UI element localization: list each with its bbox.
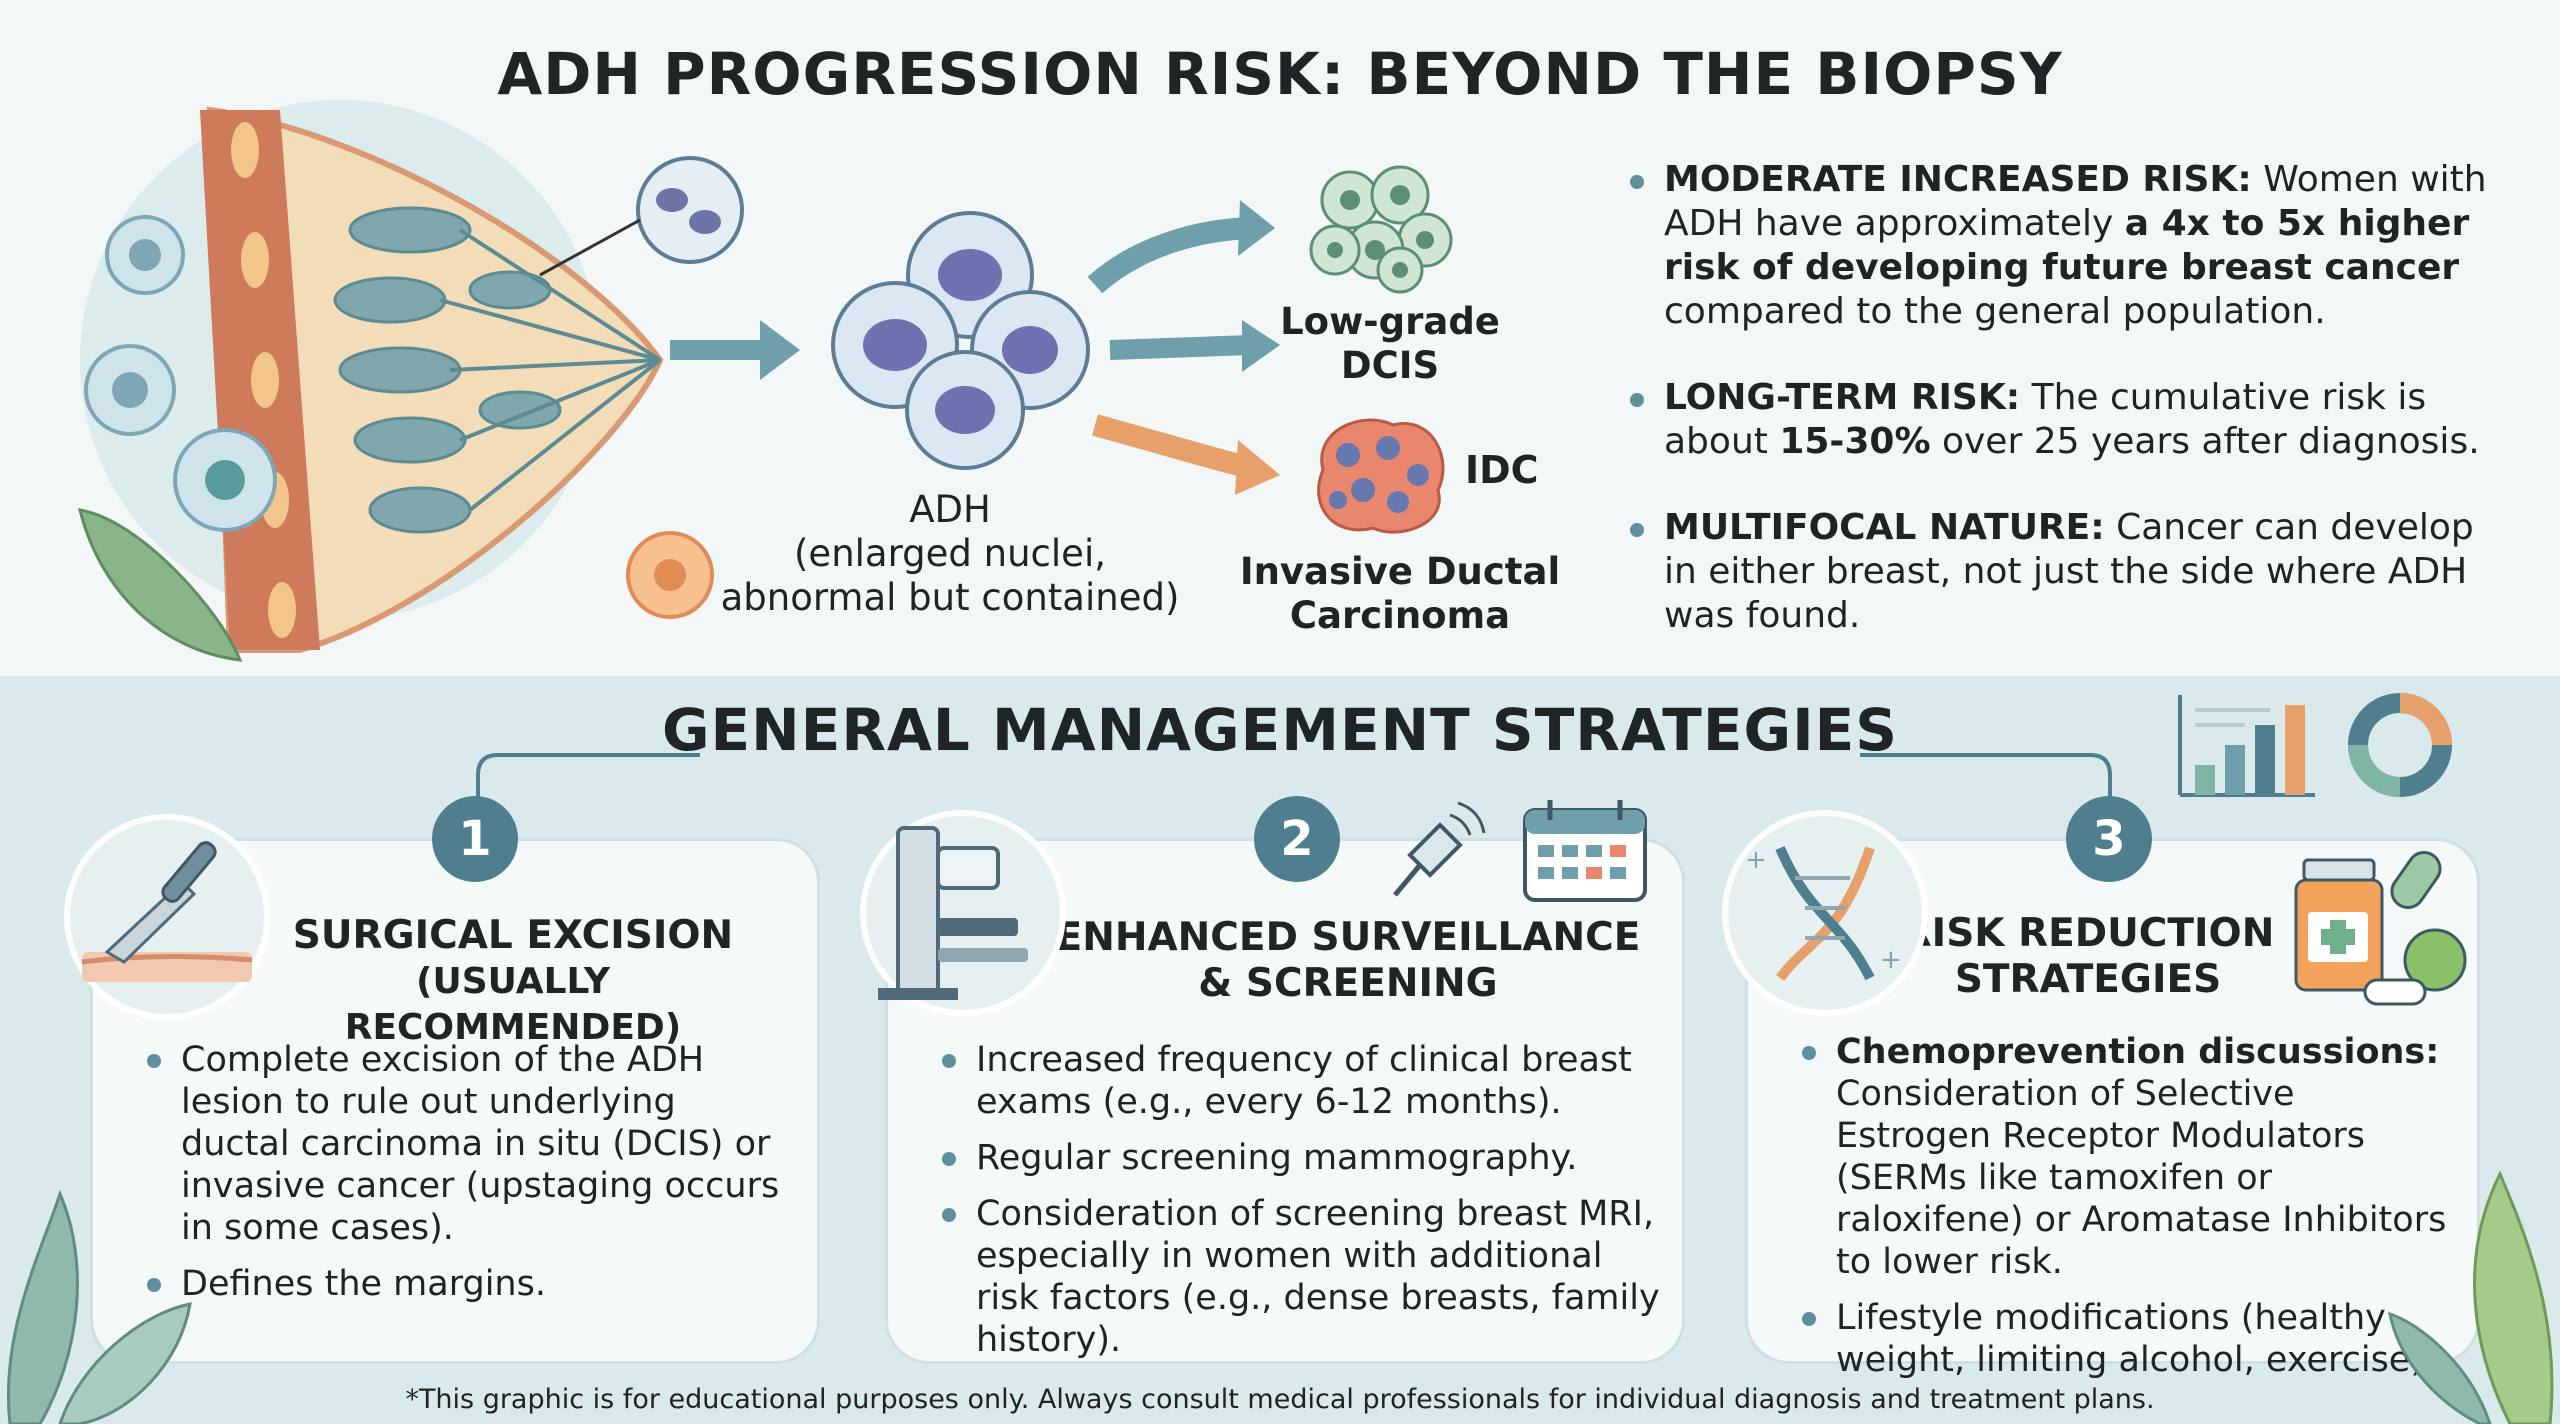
- arrow-to-dcis: [1109, 335, 1251, 360]
- nucleus: [689, 210, 721, 234]
- arrow-to-idc: [1092, 414, 1253, 479]
- apple-icon: [2403, 928, 2467, 992]
- risk-label: MULTIFOCAL NATURE:: [1664, 507, 2105, 548]
- risk-label: LONG-TERM RISK:: [1664, 377, 2021, 418]
- lowgrade-dcis-cluster: [1309, 165, 1453, 294]
- risk-label: MODERATE INCREASED RISK:: [1664, 159, 2252, 200]
- risk-text: Women with ADH have approximately: [1664, 159, 2487, 244]
- scalpel-icon: [64, 814, 270, 1020]
- list-item: Chemoprevention discussions: Considerati…: [1798, 1031, 2458, 1283]
- nucleus: [656, 188, 688, 212]
- risk-text: compared to the general population.: [1664, 291, 2326, 332]
- heading-line1: SURGICAL EXCISION: [292, 913, 734, 958]
- list-item: Lifestyle modifications (healthy weight,…: [1798, 1297, 2458, 1381]
- risk-item-moderate: MODERATE INCREASED RISK: Women with ADH …: [1630, 158, 2510, 334]
- lowgrade-dcis-label: Low-grade DCIS: [1230, 300, 1550, 388]
- pill-bottle-icon: [2294, 851, 2467, 1006]
- risk-list: MODERATE INCREASED RISK: Women with ADH …: [1630, 158, 2510, 680]
- step-number-3: 3: [2066, 796, 2152, 882]
- strategy-card-risk-reduction: RISK REDUCTION STRATEGIES Chemopreventio…: [1745, 838, 2480, 1380]
- card-heading: ENHANCED SURVEILLANCE & SCREENING: [1038, 915, 1658, 1007]
- heading-line1: ENHANCED SURVEILLANCE: [1055, 915, 1641, 960]
- ultrasound-probe-icon: [1393, 801, 1486, 897]
- management-title: GENERAL MANAGEMENT STRATEGIES: [661, 696, 1899, 764]
- risk-text: over 25 years after diagnosis.: [1930, 421, 2480, 462]
- leaf-decoration-left: [6, 1189, 192, 1424]
- calendar-icon: [1523, 800, 1647, 902]
- invasive-line2: Carcinoma: [1289, 594, 1511, 637]
- lowgrade-line1: Low-grade: [1280, 300, 1500, 343]
- leaf-decoration-right: [2388, 1170, 2554, 1424]
- adh-description-line1: (enlarged nuclei,: [794, 532, 1106, 575]
- heading-line1: RISK REDUCTION: [1901, 911, 2275, 956]
- bullet-text: Consideration of Selective Estrogen Rece…: [1836, 1074, 2447, 1282]
- strategy-card-surveillance: ENHANCED SURVEILLANCE & SCREENING Increa…: [885, 838, 1685, 1364]
- list-item: Consideration of screening breast MRI, e…: [938, 1193, 1668, 1361]
- rib-shape: [231, 122, 259, 178]
- mammography-machine-icon: [860, 810, 1066, 1016]
- idc-cell-cluster: [1317, 418, 1445, 534]
- adh-cell-cluster: [831, 211, 1090, 470]
- leaf-decoration: [77, 508, 243, 662]
- invasive-line1: Invasive Ductal: [1239, 550, 1561, 593]
- pointer-line: [539, 218, 641, 277]
- adh-label: ADH (enlarged nuclei, abnormal but conta…: [700, 488, 1200, 620]
- heading-line2: & SCREENING: [1198, 961, 1498, 1006]
- adh-description-line2: abnormal but contained): [720, 576, 1180, 619]
- connector-lines: [476, 753, 2112, 815]
- risk-bold: a 4x to 5x higher risk of developing fut…: [1664, 203, 2470, 288]
- arrow-to-adh: [670, 320, 800, 380]
- bar-chart-icon: [2178, 693, 2452, 797]
- invasive-ductal-label: Invasive Ductal Carcinoma: [1220, 550, 1580, 638]
- breast-anatomy-illustration: [77, 100, 744, 662]
- risk-item-multifocal: MULTIFOCAL NATURE: Cancer can develop in…: [1630, 506, 2510, 638]
- heading-line2: (USUALLY RECOMMENDED): [344, 961, 682, 1048]
- card-bullets: Chemoprevention discussions: Considerati…: [1798, 1031, 2458, 1395]
- dna-icon: + +: [1722, 810, 1928, 1016]
- disclaimer: *This graphic is for educational purpose…: [405, 1384, 2155, 1415]
- page-title: ADH PROGRESSION RISK: BEYOND THE BIOPSY: [497, 40, 2063, 108]
- list-item: Increased frequency of clinical breast e…: [938, 1039, 1668, 1123]
- risk-bold: 15-30%: [1779, 421, 1931, 462]
- adh-title: ADH: [909, 488, 991, 531]
- step-number-1: 1: [432, 796, 518, 882]
- step-number-2: 2: [1254, 796, 1340, 882]
- svg-text:+: +: [1745, 845, 1767, 875]
- rib-shape: [268, 582, 296, 638]
- zoom-cell-circle: [636, 156, 744, 264]
- rib-shape: [251, 352, 279, 408]
- card-heading: SURGICAL EXCISION (USUALLY RECOMMENDED): [253, 913, 773, 1051]
- bullet-bold: Chemoprevention discussions:: [1836, 1032, 2440, 1072]
- idc-label: IDC: [1465, 448, 1539, 492]
- list-item: Defines the margins.: [143, 1263, 793, 1305]
- risk-item-long-term: LONG-TERM RISK: The cumulative risk is a…: [1630, 376, 2510, 464]
- heading-line2: STRATEGIES: [1954, 957, 2222, 1002]
- card-bullets: Increased frequency of clinical breast e…: [938, 1039, 1668, 1375]
- card-heading: RISK REDUCTION STRATEGIES: [1888, 911, 2288, 1003]
- svg-text:+: +: [1880, 945, 1902, 975]
- milk-lobules: [333, 206, 562, 534]
- lowgrade-line2: DCIS: [1340, 344, 1440, 387]
- list-item: Regular screening mammography.: [938, 1137, 1668, 1179]
- ducts: [439, 228, 662, 512]
- risk-text: Cancer can develop in either breast, not…: [1664, 507, 2474, 636]
- risk-text: The cumulative risk is about: [1664, 377, 2427, 462]
- arrow-to-lowgrade: [1087, 217, 1251, 294]
- card-bullets: Complete excision of the ADH lesion to r…: [143, 1039, 793, 1319]
- progression-arrows: [1087, 200, 1280, 495]
- list-item: Complete excision of the ADH lesion to r…: [143, 1039, 793, 1249]
- rib-shape: [241, 232, 269, 288]
